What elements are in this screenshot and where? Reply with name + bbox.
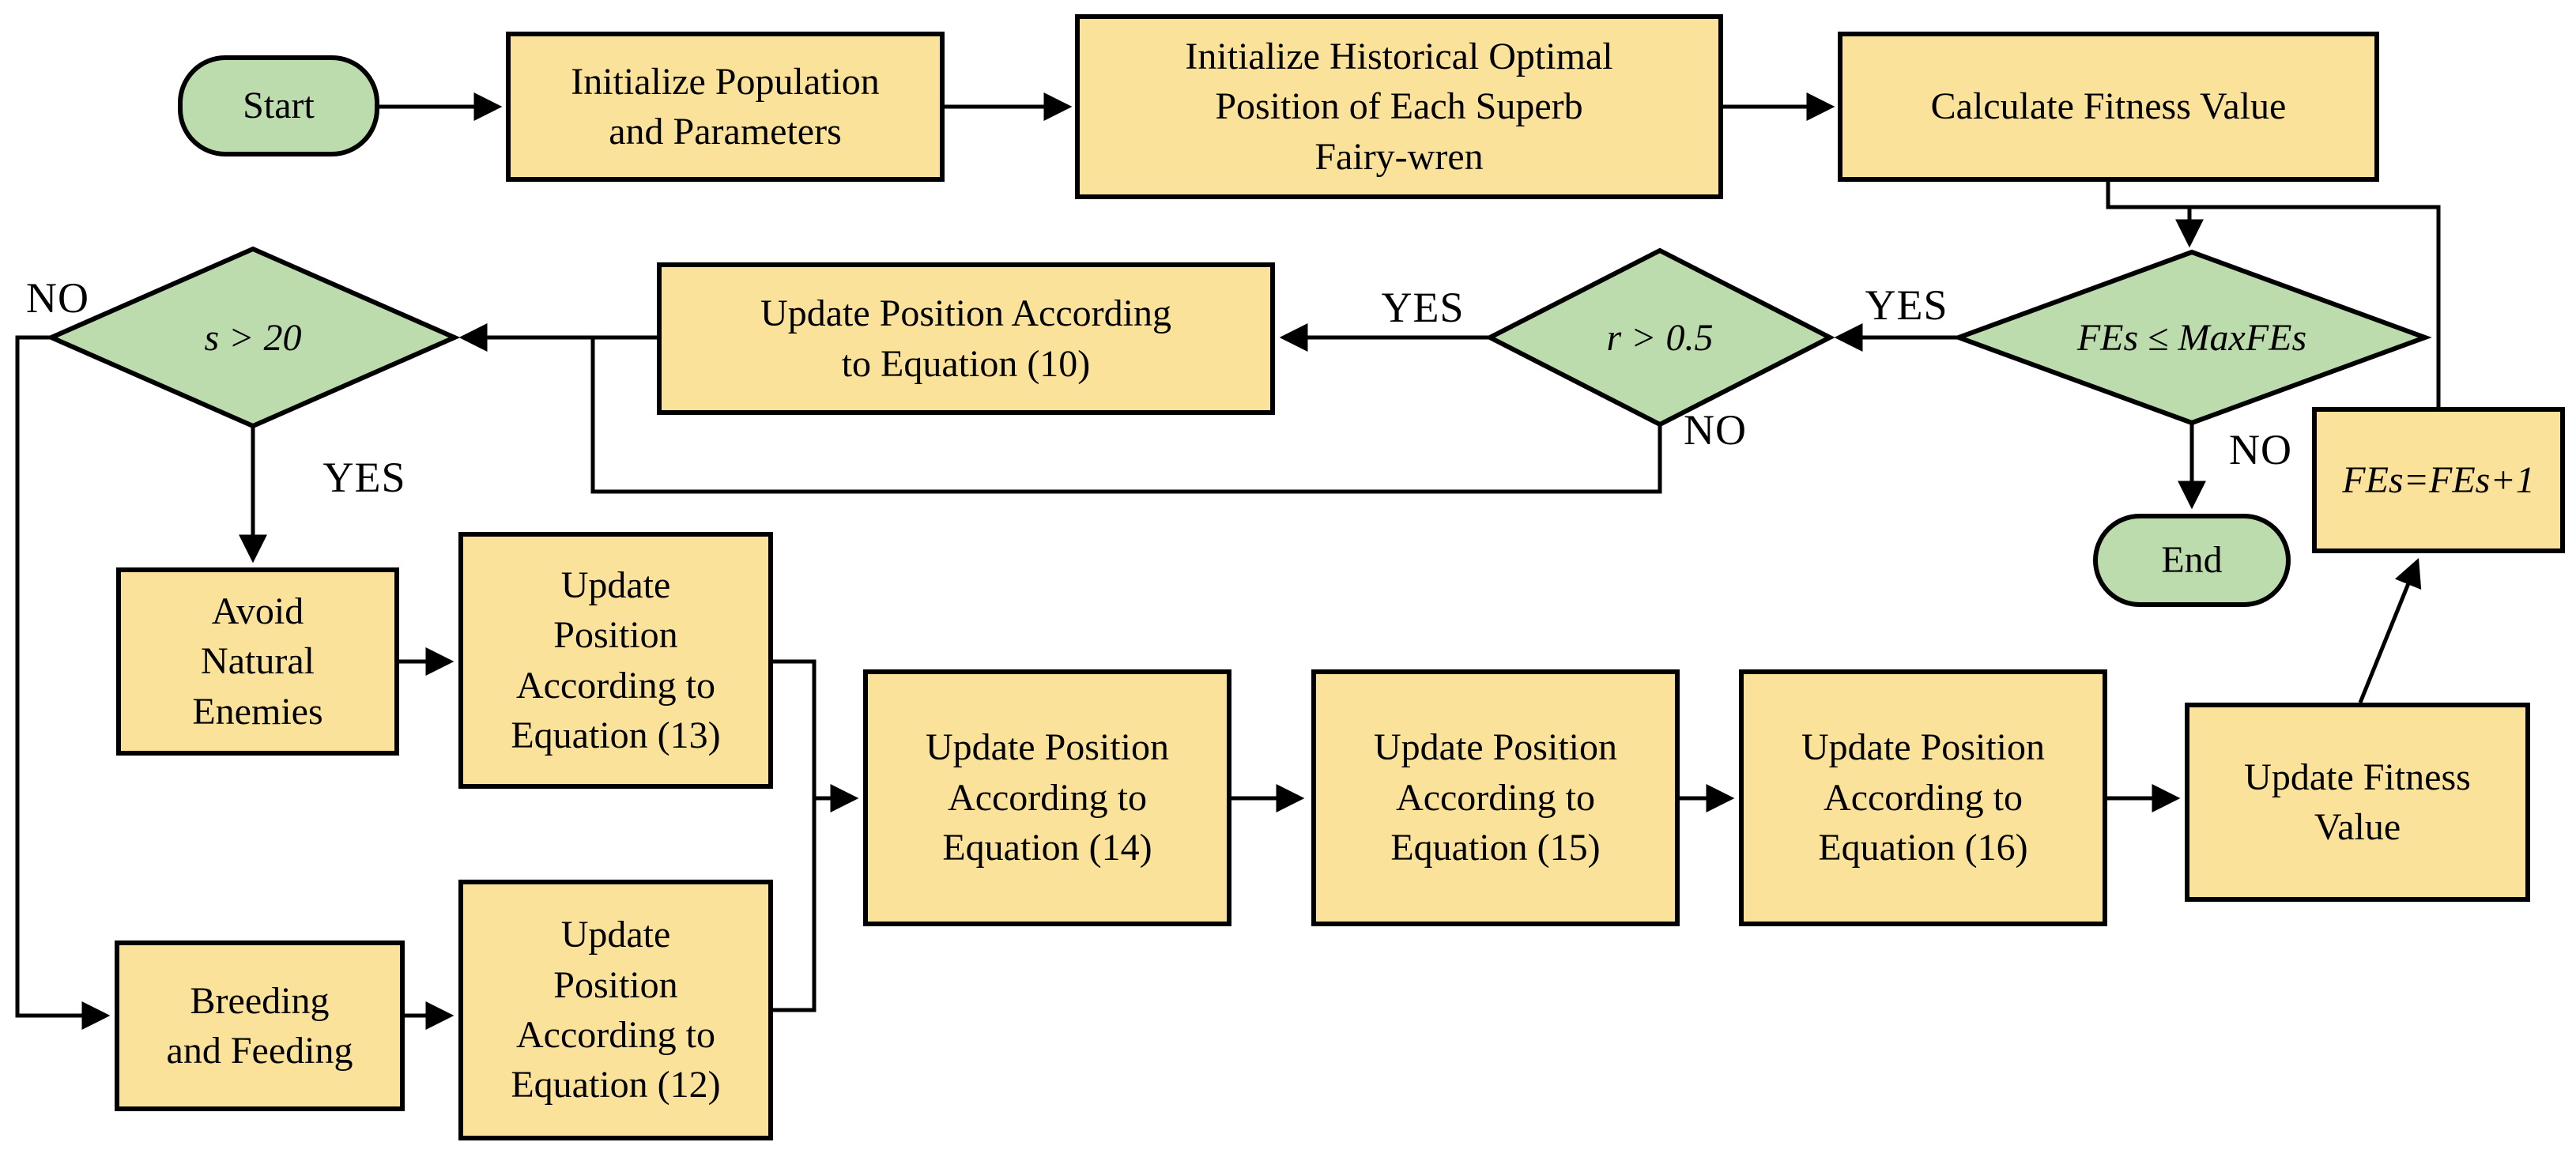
node-eq16: Update Position According to Equation (1… (1739, 669, 2107, 926)
node-start: Start (178, 55, 379, 156)
edge-s-no-to-breeding (15, 335, 111, 1030)
node-eq14: Update Position According to Equation (1… (863, 669, 1231, 926)
node-breeding: Breeding and Feeding (115, 940, 405, 1111)
edge-calc-fitness-merge-loop (2106, 182, 2441, 407)
node-calc-fitness: Calculate Fitness Value (1838, 32, 2379, 182)
node-update-fitness: Update Fitness Value (2185, 703, 2530, 902)
decision-fes-check-shape (1952, 249, 2432, 426)
decision-r-check-shape (1484, 247, 1835, 428)
node-init-population: Initialize Population and Parameters (506, 32, 945, 182)
edge-eq13-merge (773, 659, 817, 798)
label-fes-check-yes: YES (1865, 281, 1948, 329)
edge-update-fitness-to-fes-increment (2358, 557, 2422, 703)
decision-fes-check: FEs ≤ MaxFEs (2076, 316, 2307, 359)
label-s-check-no: NO (26, 274, 89, 322)
node-eq10: Update Position According to Equation (1… (657, 262, 1275, 415)
node-end: End (2093, 514, 2291, 607)
node-avoid-enemies: Avoid Natural Enemies (116, 567, 399, 756)
label-r-check-yes: YES (1381, 284, 1465, 331)
node-fes-increment: FEs=FEs+1 (2312, 407, 2565, 553)
decision-r-check: r > 0.5 (1606, 316, 1714, 359)
label-s-check-yes: YES (322, 454, 406, 501)
label-r-check-no: NO (1684, 406, 1747, 454)
edge-eq12-merge (773, 798, 817, 1012)
decision-s-check-shape (45, 246, 461, 429)
edge-r-no-loop (590, 337, 1662, 494)
label-fes-check-no: NO (2229, 426, 2292, 473)
node-eq15: Update Position According to Equation (1… (1311, 669, 1680, 926)
node-init-historical: Initialize Historical Optimal Position o… (1075, 14, 1723, 199)
decision-s-check: s > 20 (204, 316, 302, 359)
node-eq12: Update Position According to Equation (1… (458, 880, 773, 1140)
node-eq13: Update Position According to Equation (1… (458, 532, 773, 789)
